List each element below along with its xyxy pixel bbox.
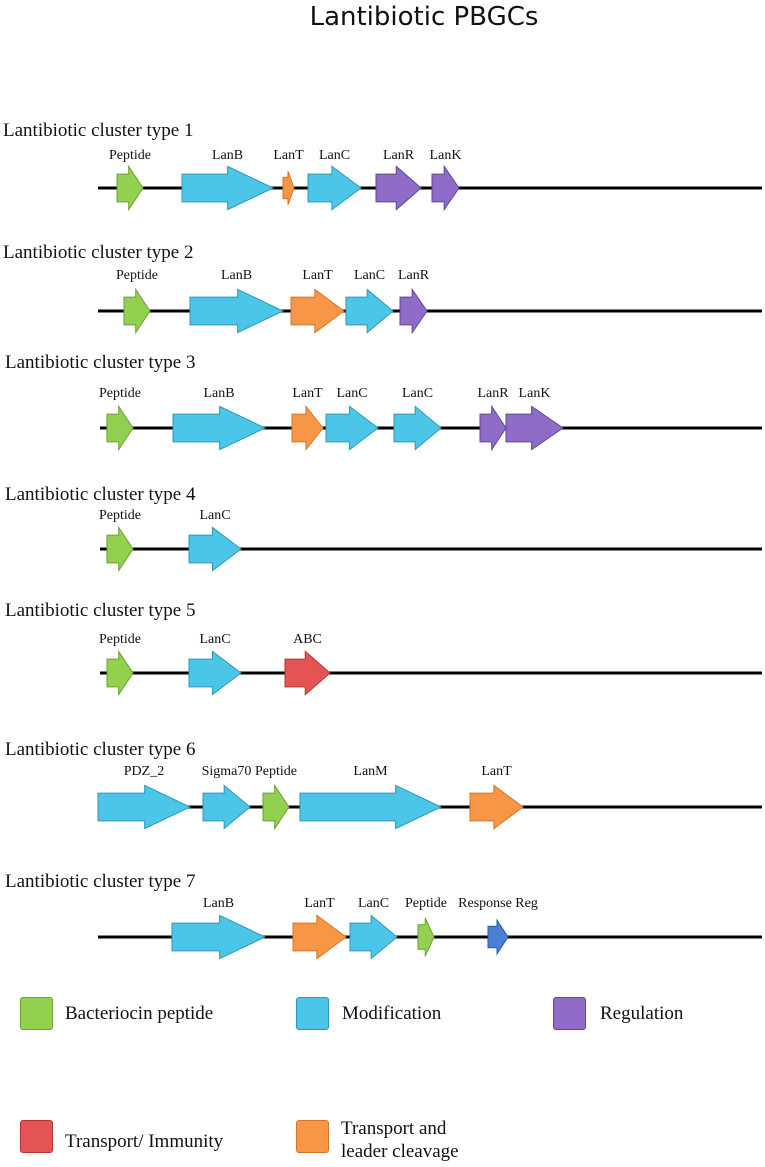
gene-arrow-lanc: [345, 288, 394, 334]
gene-label: LanM: [353, 764, 388, 779]
gene-label: LanC: [401, 386, 434, 401]
gene-arrow-peptide: [106, 525, 134, 573]
gene-arrow-pdz-2: [97, 784, 192, 830]
legend-label: Regulation: [600, 1003, 684, 1024]
gene-label: LanC: [357, 896, 390, 911]
gene-arrow-lant: [469, 784, 524, 830]
gene-arrow-lanb: [189, 288, 285, 334]
gene-arrow-lanr: [399, 287, 428, 335]
gene-label: LanT: [304, 896, 335, 911]
gene-arrow-lanc: [188, 650, 242, 696]
gene-arrow-lanm: [299, 784, 443, 830]
gene-arrow-peptide: [106, 649, 134, 697]
cluster-title: Lantibiotic cluster type 6: [5, 739, 196, 760]
cluster-title: Lantibiotic cluster type 4: [5, 484, 196, 505]
gene-label: LanT: [481, 764, 512, 779]
cluster-title: Lantibiotic cluster type 1: [3, 120, 194, 141]
gene-arrow-response-reg: [487, 918, 509, 956]
gene-label: Peptide: [405, 896, 447, 911]
gene-arrow-lanc: [325, 405, 379, 451]
gene-label: LanC: [199, 508, 231, 523]
gene-label: LanT: [302, 268, 333, 283]
gene-arrow-lanc: [307, 165, 362, 211]
legend-label: Transport and leader cleavage: [341, 1118, 459, 1162]
gene-label: ABC: [293, 632, 322, 647]
gene-arrow-peptide: [262, 783, 290, 831]
gene-arrow-lant: [291, 404, 324, 452]
gene-label: LanB: [202, 896, 235, 911]
legend-label: Transport/ Immunity: [65, 1131, 224, 1152]
gene-label: Peptide: [109, 148, 151, 163]
gene-label: Peptide: [99, 508, 141, 523]
legend-label: Bacteriocin peptide: [65, 1003, 214, 1024]
gene-arrow-peptide: [417, 917, 435, 957]
gene-arrow-lanc: [393, 405, 442, 451]
legend-swatch-transport-leader: [296, 1120, 329, 1153]
gene-label: Response Reg: [458, 896, 538, 911]
gene-arrow-lanc: [188, 526, 242, 572]
gene-arrow-lanb: [181, 165, 275, 211]
gene-arrow-lanc: [349, 914, 398, 960]
gene-arrow-lanr: [375, 165, 422, 211]
gene-label: LanC: [336, 386, 368, 401]
gene-arrow-lank: [505, 405, 564, 451]
gene-arrow-peptide: [106, 404, 134, 452]
gene-label: LanT: [292, 386, 323, 401]
gene-label: Peptide: [99, 386, 141, 401]
gene-label: LanB: [211, 148, 244, 163]
gene-arrow-lank: [431, 164, 460, 212]
cluster-title: Lantibiotic cluster type 3: [5, 352, 196, 373]
gene-label: Peptide: [99, 632, 141, 647]
gene-label: LanC: [318, 148, 351, 163]
gene-arrow-peptide: [116, 164, 144, 212]
gene-label: LanK: [518, 386, 551, 401]
legend-label: Modification: [342, 1003, 442, 1024]
gene-label: LanC: [353, 268, 386, 283]
gene-arrow-lant: [292, 914, 347, 960]
page-title: Lantibiotic PBGCs: [309, 2, 539, 32]
legend-swatch-modification: [296, 997, 329, 1030]
gene-arrow-lant: [290, 288, 345, 334]
gene-label: LanB: [203, 386, 235, 401]
gene-label: Peptide: [255, 764, 297, 779]
gene-arrow-lanb: [171, 914, 267, 960]
cluster-title: Lantibiotic cluster type 2: [3, 242, 194, 263]
gene-label: LanT: [273, 148, 304, 163]
gene-label: LanB: [220, 268, 253, 283]
gene-label: PDZ_2: [123, 764, 165, 779]
gene-label: LanR: [382, 148, 415, 163]
gene-label: Sigma70: [201, 764, 252, 779]
gene-label: LanR: [397, 268, 430, 283]
gene-arrow-peptide: [123, 287, 151, 335]
gene-label: LanK: [429, 148, 462, 163]
gene-arrow-lant: [282, 171, 295, 205]
gene-arrow-lanb: [172, 405, 267, 451]
gene-arrow-sigma70: [202, 784, 251, 830]
cluster-title: Lantibiotic cluster type 5: [5, 600, 196, 621]
gene-arrow-abc: [284, 650, 331, 696]
gene-arrow-lanr: [479, 404, 507, 452]
gene-label: LanC: [199, 632, 231, 647]
legend-swatch-regulation: [553, 997, 586, 1030]
legend-swatch-peptide: [20, 997, 53, 1030]
legend-swatch-transport-immunity: [20, 1120, 53, 1153]
gene-label: LanR: [477, 386, 509, 401]
cluster-title: Lantibiotic cluster type 7: [5, 871, 196, 892]
gene-label: Peptide: [116, 268, 158, 283]
